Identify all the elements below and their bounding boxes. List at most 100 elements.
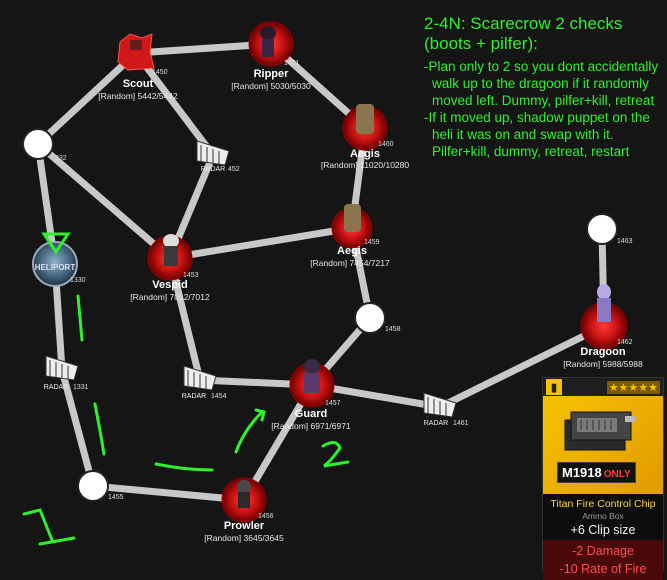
enemy-hp: [Random] 6971/6971 bbox=[271, 421, 351, 431]
notes-title: 2-4N: Scarecrow 2 checks bbox=[424, 14, 623, 33]
node-number: 1454 bbox=[211, 393, 227, 400]
strategy-notes: 2-4N: Scarecrow 2 checks (boots + pilfer… bbox=[424, 14, 664, 160]
route-annotations bbox=[22, 232, 350, 546]
node-number: 452 bbox=[228, 166, 240, 173]
equipment-type: Ammo Box bbox=[582, 511, 624, 521]
node-enemy-vespid[interactable]: 1453 Vespid [Random] 7012/7012 bbox=[130, 234, 210, 302]
tag-only: ONLY bbox=[603, 469, 631, 480]
enemy-hp: [Random] 11020/10280 bbox=[321, 160, 409, 170]
enemy-name: Aegis bbox=[350, 148, 380, 160]
path-segment bbox=[58, 366, 97, 490]
node-radar-1454[interactable]: RADAR 1454 bbox=[182, 365, 227, 400]
node-number: 1462 bbox=[617, 339, 633, 346]
dragoon-sprite bbox=[597, 284, 611, 300]
node-number: 1451 bbox=[284, 60, 300, 67]
notes-line: moved left. Dummy, pilfer+kill, retreat bbox=[432, 93, 655, 108]
card-header: ▮ ★★★★★ bbox=[543, 378, 663, 396]
scout-icon bbox=[117, 33, 155, 71]
radar-label: RADAR bbox=[182, 393, 207, 400]
aegis-sprite bbox=[356, 104, 374, 134]
notes-line: -Plan only to 2 so you dont accidentally bbox=[424, 59, 659, 74]
vespid-sprite bbox=[163, 234, 179, 248]
enemy-name: Prowler bbox=[224, 520, 265, 532]
enemy-hp: [Random] 5442/5442 bbox=[98, 91, 178, 101]
fire-control-chip-icon bbox=[564, 411, 635, 451]
node-radar-1461[interactable]: RADAR 1461 bbox=[423, 392, 469, 427]
node-number: 1460 bbox=[378, 141, 394, 148]
enemy-name: Ripper bbox=[254, 68, 290, 80]
path-segment bbox=[166, 224, 356, 262]
path-segment bbox=[34, 140, 174, 262]
node-number: 332 bbox=[55, 155, 67, 162]
route-arrow bbox=[234, 408, 266, 454]
enemy-name: Scout bbox=[123, 78, 154, 90]
node-number: 1331 bbox=[73, 384, 89, 391]
node-enemy-guard[interactable]: 1457 Guard [Random] 6971/6971 bbox=[271, 359, 351, 431]
path-segment bbox=[132, 49, 217, 159]
node-number: 1450 bbox=[152, 69, 168, 76]
node-number: 1456 bbox=[258, 513, 274, 520]
node-radar-452[interactable]: RADAR 452 bbox=[196, 140, 240, 173]
enemy-hp: [Random] 7012/7012 bbox=[130, 292, 210, 302]
enemy-hp: [Random] 3645/3645 bbox=[204, 533, 284, 543]
equipment-debuff: -2 Damage bbox=[572, 544, 634, 558]
enemy-name: Vespid bbox=[152, 279, 187, 291]
node-number: 1459 bbox=[364, 239, 380, 246]
node-number: 1461 bbox=[453, 420, 469, 427]
path-segment bbox=[436, 322, 608, 411]
node-enemy-prowler[interactable]: 1456 Prowler [Random] 3645/3645 bbox=[204, 477, 284, 543]
node-enemy-aegis-2[interactable]: 1459 Aegis [Random] 7454/7217 bbox=[310, 204, 390, 268]
node-enemy-aegis-1[interactable]: 1460 Aegis [Random] 11020/10280 bbox=[321, 104, 409, 170]
node-number: 1455 bbox=[108, 494, 124, 501]
node-radar-1331[interactable]: RADAR 1331 bbox=[44, 355, 89, 391]
heliport-label: HELIPORT bbox=[35, 263, 76, 272]
radar-label: RADAR bbox=[44, 384, 69, 391]
enemy-name: Dragoon bbox=[580, 346, 626, 358]
prowler-sprite bbox=[237, 480, 251, 494]
aegis-sprite bbox=[344, 204, 361, 232]
radar-label: RADAR bbox=[201, 166, 226, 173]
notes-line: heli it was on and swap with it. bbox=[432, 127, 614, 142]
path-segment bbox=[89, 482, 248, 504]
ripper-sprite bbox=[260, 26, 276, 40]
route-stroke bbox=[76, 294, 84, 342]
equipment-buff: +6 Clip size bbox=[570, 523, 636, 537]
node-enemy-ripper[interactable]: 1451 Ripper [Random] 5030/5030 bbox=[231, 21, 311, 91]
node-enemy-scout[interactable]: 1450 Scout [Random] 5442/5442 bbox=[98, 33, 178, 101]
equipment-name: Titan Fire Control Chip bbox=[550, 498, 656, 510]
path-segment bbox=[34, 49, 140, 148]
step-1-digit bbox=[22, 508, 76, 546]
tag-weapon: M1918 bbox=[562, 465, 602, 480]
enemy-name: Aegis bbox=[337, 245, 367, 257]
step-2-digit bbox=[321, 441, 350, 468]
enemy-hp: [Random] 5030/5030 bbox=[231, 81, 311, 91]
path-segment bbox=[132, 40, 275, 57]
node-empty-1463[interactable]: 1463 bbox=[586, 213, 633, 245]
notes-subtitle: (boots + pilfer): bbox=[424, 34, 538, 53]
node-number: 1453 bbox=[183, 272, 199, 279]
notes-line: -If it moved up, shadow puppet on the bbox=[424, 110, 650, 125]
equipment-debuff: -10 Rate of Fire bbox=[559, 562, 647, 576]
node-enemy-dragoon[interactable]: 1462 Dragoon [Random] 5988/5988 bbox=[563, 284, 643, 369]
radar-label: RADAR bbox=[424, 420, 449, 427]
enemy-hp: [Random] 5988/5988 bbox=[563, 359, 643, 369]
node-number: 1457 bbox=[325, 400, 341, 407]
equipment-debuffs: -2 Damage -10 Rate of Fire bbox=[543, 540, 663, 580]
node-empty-332[interactable]: 332 bbox=[22, 128, 67, 162]
start-marker-icon bbox=[41, 232, 71, 255]
node-number: 1458 bbox=[385, 326, 401, 333]
node-heliport-hq[interactable]: HELIPORT 1330 bbox=[32, 241, 86, 287]
enemy-hp: [Random] 7454/7217 bbox=[310, 258, 390, 268]
guard-sprite bbox=[304, 359, 320, 375]
rarity-stars: ★★★★★ bbox=[606, 380, 660, 394]
enemy-name: Guard bbox=[295, 408, 327, 420]
node-number: 1330 bbox=[70, 277, 86, 284]
node-empty-1458[interactable]: 1458 bbox=[354, 302, 401, 334]
node-empty-1455[interactable]: 1455 bbox=[77, 470, 124, 502]
ammo-box-icon: ▮ bbox=[546, 379, 562, 395]
notes-line: walk up to the dragoon if it randomly bbox=[432, 76, 649, 91]
